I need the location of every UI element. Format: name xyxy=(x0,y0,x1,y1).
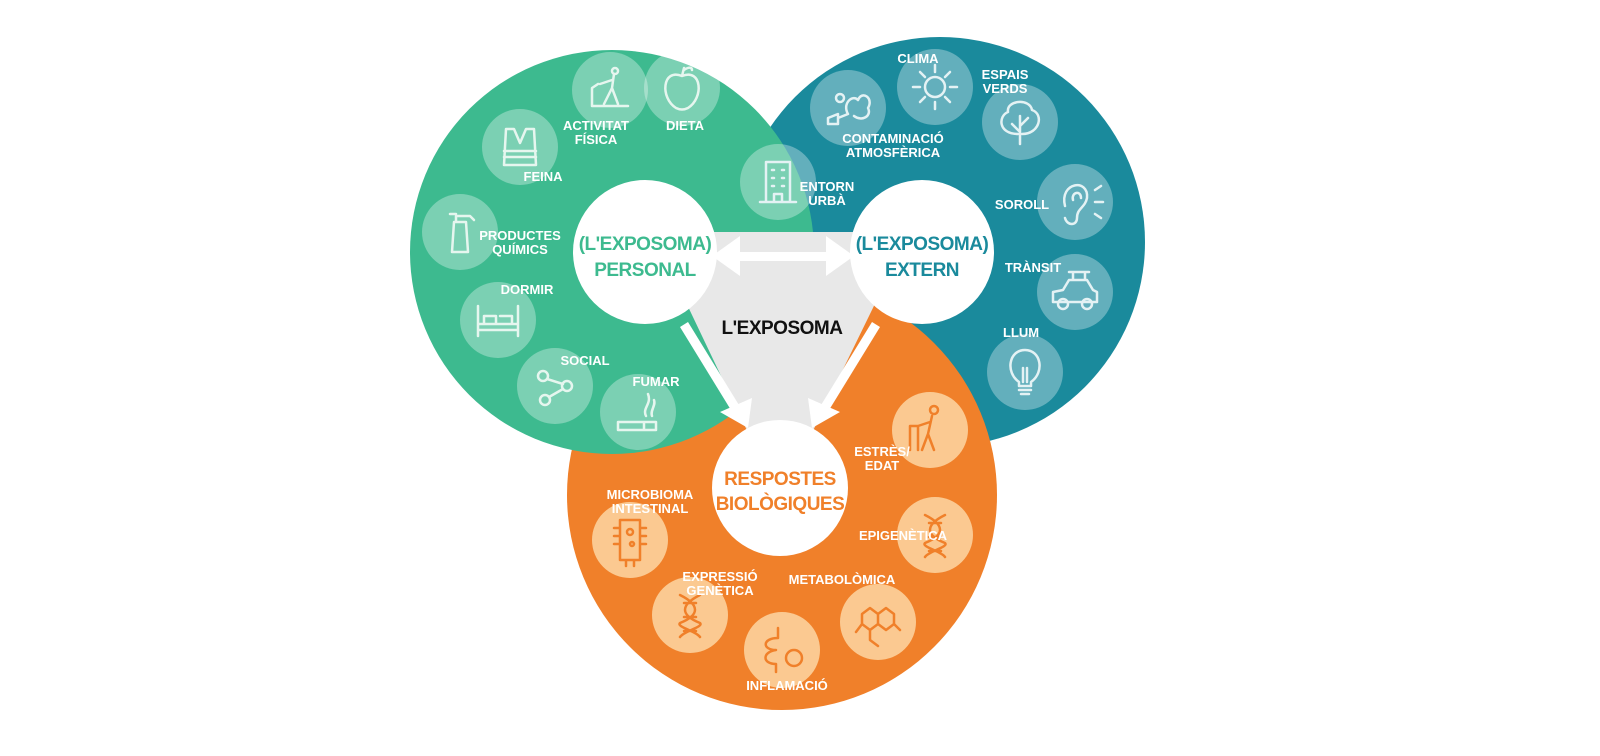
apple-icon xyxy=(664,66,700,111)
arrow-left-icon xyxy=(712,236,740,276)
extern-item-label: SOROLL xyxy=(995,197,1049,212)
bacteria-icon xyxy=(612,518,648,568)
arrow-down-left-icon xyxy=(720,398,752,428)
biological-hub-line1: RESPOSTES xyxy=(724,469,836,490)
personal-hub-line1: (L'EXPOSOMA) xyxy=(579,234,712,255)
personal-item-badge xyxy=(482,109,558,185)
personal-item: SOCIAL xyxy=(517,348,610,424)
safety-vest-icon xyxy=(502,127,538,167)
car-icon xyxy=(1051,270,1099,311)
biological-item: METABOLÒMICA xyxy=(789,572,916,660)
personal-item-label: DIETA xyxy=(666,118,705,133)
personal-item-badge xyxy=(460,282,536,358)
personal-hub xyxy=(573,180,717,324)
dna-icon xyxy=(923,513,947,559)
diagram-title: L'EXPOSOMA xyxy=(722,318,844,339)
biological-item-badge xyxy=(592,502,668,578)
bed-icon xyxy=(476,304,520,338)
spray-bottle-icon xyxy=(448,212,476,254)
personal-item-label: FEINA xyxy=(524,169,564,184)
treadmill-icon xyxy=(590,66,630,108)
biological-item-label: METABOLÒMICA xyxy=(789,572,896,587)
extern-item: LLUM xyxy=(987,325,1063,410)
extern-item: TRÀNSIT xyxy=(1005,254,1113,330)
personal-item-label: SOCIAL xyxy=(560,353,609,368)
extern-item-label: CLIMA xyxy=(897,51,939,66)
biological-hub-line2: BIOLÒGIQUES xyxy=(716,493,845,515)
arrows xyxy=(680,236,880,428)
building-icon xyxy=(758,160,798,204)
biological-item-label: INFLAMACIÓ xyxy=(746,678,828,693)
extern-hub xyxy=(850,180,994,324)
extern-hub-line1: (L'EXPOSOMA) xyxy=(856,234,989,255)
personal-item: FEINA xyxy=(482,109,563,185)
extern-item-badge xyxy=(897,49,973,125)
tree-icon xyxy=(1000,100,1041,146)
personal-hub-line2: PERSONAL xyxy=(594,260,696,281)
extern-item-badge xyxy=(740,144,816,220)
biological-item: ESTRÈS/EDAT xyxy=(854,392,968,473)
extern-hub-line2: EXTERN xyxy=(885,260,959,281)
extern-item-badge xyxy=(810,70,886,146)
personal-item: DIETA xyxy=(644,50,720,133)
ear-icon xyxy=(1062,183,1105,226)
personal-item: FUMAR xyxy=(600,374,680,450)
cigarette-icon xyxy=(616,392,658,432)
sun-icon xyxy=(911,63,959,111)
personal-item-badge xyxy=(644,50,720,126)
arrow-right-icon xyxy=(826,236,854,276)
extern-item-badge xyxy=(1037,164,1113,240)
personal-item: DORMIR xyxy=(460,282,554,358)
extern-item-label: LLUM xyxy=(1003,325,1039,340)
extern-item-label: TRÀNSIT xyxy=(1005,260,1061,275)
biological-item-badge xyxy=(652,577,728,653)
smoke-icon xyxy=(826,92,871,126)
biological-item-badge xyxy=(897,497,973,573)
lightbulb-icon xyxy=(1009,348,1041,396)
arrow-down-right-icon xyxy=(808,398,840,428)
intestine-icon xyxy=(764,626,804,674)
extern-item-badge xyxy=(1037,254,1113,330)
biological-item-label: EPIGENÈTICA xyxy=(859,528,948,543)
personal-item-badge xyxy=(422,194,498,270)
extern-item: CLIMA xyxy=(897,49,973,125)
personal-item-label: FUMAR xyxy=(633,374,681,389)
molecule-icon xyxy=(854,606,902,648)
biological-item-badge xyxy=(744,612,820,688)
biological-item: EPIGENÈTICA xyxy=(859,497,973,573)
biological-item-label: ESTRÈS/EDAT xyxy=(854,444,910,473)
personal-item-badge xyxy=(517,348,593,424)
center-triangle xyxy=(670,232,892,460)
extern-item: SOROLL xyxy=(995,164,1113,240)
biological-hub xyxy=(712,420,848,556)
dna-strand-icon xyxy=(678,593,702,639)
personal-item-label: DORMIR xyxy=(501,282,554,297)
biological-item: INFLAMACIÓ xyxy=(744,612,828,693)
extern-item-badge xyxy=(987,334,1063,410)
social-network-icon xyxy=(536,369,574,407)
elderly-walker-icon xyxy=(908,404,940,452)
